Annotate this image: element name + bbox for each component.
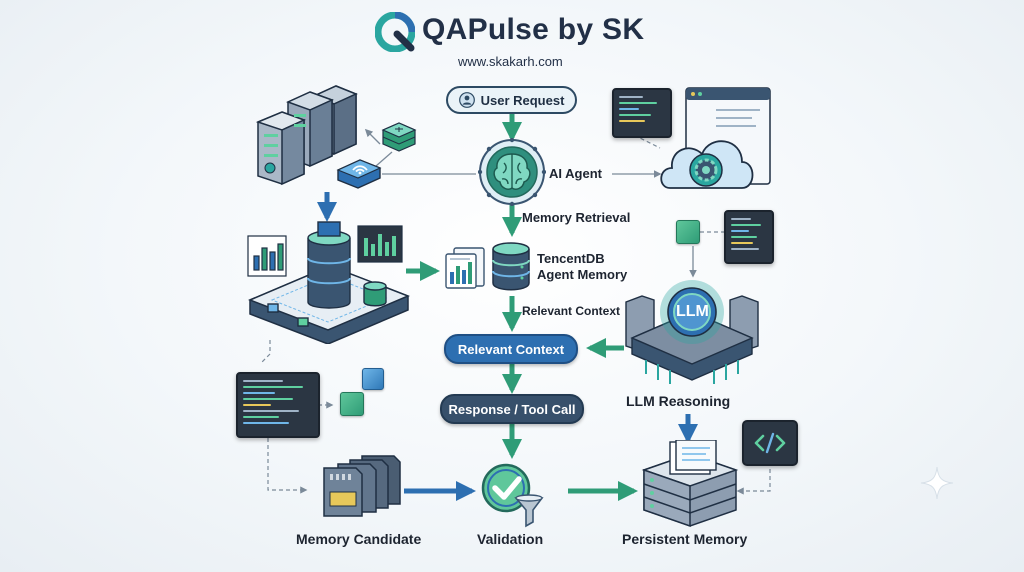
cube-stack-icon bbox=[380, 118, 418, 161]
code-window-icon bbox=[236, 372, 320, 438]
memory-card-icon bbox=[323, 455, 401, 517]
code-window-icon-mid bbox=[724, 210, 774, 264]
memory-retrieval-label: Memory Retrieval bbox=[522, 210, 631, 225]
brain-icon bbox=[478, 138, 546, 206]
response-tool-call-box: Response / Tool Call bbox=[440, 394, 584, 424]
line-cubes-to-router bbox=[375, 151, 393, 167]
code-window-icon-top bbox=[612, 88, 672, 138]
chip-icon bbox=[625, 280, 759, 384]
server-storage-icon bbox=[641, 440, 739, 528]
llm-reasoning-label: LLM Reasoning bbox=[626, 393, 731, 409]
persistent-memory-label: Persistent Memory bbox=[622, 531, 748, 547]
server-rack-icon bbox=[255, 85, 358, 186]
cube-icon-blue-left bbox=[362, 368, 384, 390]
dashed-cluster-to-code bbox=[261, 340, 271, 363]
wifi-router-icon bbox=[336, 156, 382, 197]
database-icon bbox=[492, 242, 530, 291]
brand-url: www.skakarh.com bbox=[458, 54, 563, 69]
checkmark-icon bbox=[481, 463, 544, 528]
document-icon bbox=[669, 440, 717, 475]
code-brackets-icon bbox=[742, 420, 798, 466]
tencentdb-label: TencentDB Agent Memory bbox=[537, 251, 627, 283]
tencentdb-label-line1: TencentDB bbox=[537, 251, 605, 266]
cube-icon-green-left bbox=[340, 392, 364, 416]
sparkle-icon bbox=[920, 466, 954, 500]
dashed-small-code-to-persistent bbox=[736, 462, 771, 495]
user-icon bbox=[458, 92, 475, 108]
arrow-cubes-to-servers bbox=[364, 128, 381, 145]
validation-label: Validation bbox=[477, 531, 544, 547]
user-request-pill: User Request bbox=[446, 86, 577, 114]
relevant-context-box: Relevant Context bbox=[444, 334, 578, 364]
database-platform-icon bbox=[247, 221, 410, 344]
dashed-code-to-candidate bbox=[267, 438, 308, 494]
cloud-gear-icon bbox=[660, 87, 771, 189]
tencentdb-label-line2: Agent Memory bbox=[537, 267, 628, 282]
memory-candidate-label: Memory Candidate bbox=[296, 531, 422, 547]
ai-agent-label: AI Agent bbox=[549, 166, 602, 181]
q-letter-logo-icon bbox=[375, 12, 415, 52]
llm-badge: LLM bbox=[676, 303, 709, 320]
dashed-top-code-to-cloud bbox=[627, 131, 661, 149]
relevant-context-label: Relevant Context bbox=[522, 304, 621, 318]
document-chart-icon bbox=[445, 247, 485, 289]
funnel-icon bbox=[514, 494, 544, 528]
user-request-label: User Request bbox=[480, 92, 565, 108]
cube-icon-green-right bbox=[676, 220, 700, 244]
brand-title: QAPulse by SK bbox=[422, 13, 645, 46]
